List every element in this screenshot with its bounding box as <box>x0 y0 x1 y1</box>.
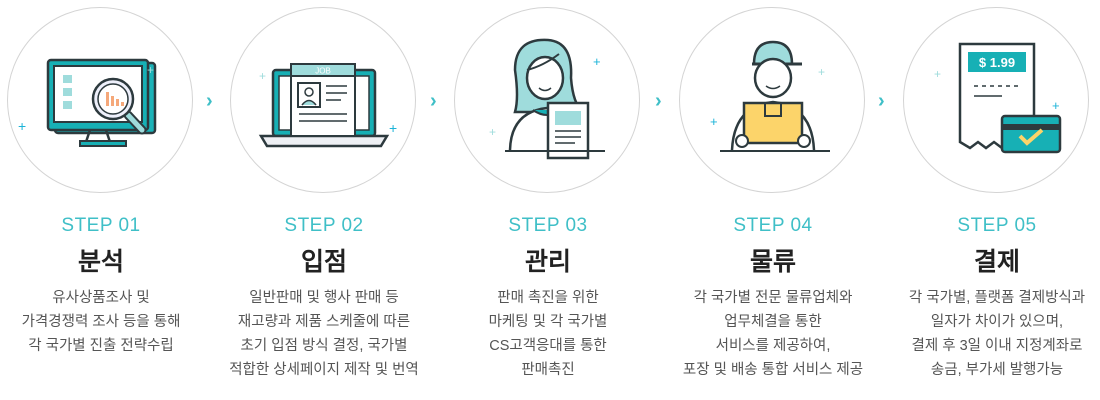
price-text: $ 1.99 <box>979 55 1015 70</box>
step-icon-circle: JOB + + <box>230 7 416 193</box>
agent-with-document-icon: ++ <box>489 38 605 160</box>
job-text: JOB <box>315 67 331 76</box>
step-label: STEP 03 <box>508 215 588 236</box>
receipt-card-icon: $ 1.99 + + <box>934 42 1062 154</box>
svg-text:+: + <box>593 54 601 69</box>
step-icon-circle: ++ <box>454 7 640 193</box>
description-line: 서비스를 제공하여, <box>715 338 831 354</box>
chevron-right-icon: › <box>878 90 885 112</box>
svg-text:+: + <box>818 65 825 79</box>
description-line: 마케팅 및 각 국가별 <box>488 314 608 330</box>
description-line: 결제 후 3일 이내 지정계좌로 <box>911 338 1083 354</box>
svg-text:+: + <box>489 125 496 139</box>
step-label: STEP 05 <box>957 215 1037 236</box>
description-line: 판매촉진 <box>521 362 575 378</box>
delivery-person-box-icon: ++ <box>710 40 830 152</box>
step-title: 물류 <box>749 248 796 276</box>
svg-text:+: + <box>389 120 397 136</box>
description-line: 유사상품조사 및 <box>52 290 150 306</box>
step-title: 분석 <box>77 248 124 276</box>
description-line: CS고객응대를 통한 <box>489 338 607 354</box>
step-icon-circle: ++ <box>679 7 865 193</box>
step-title: 입점 <box>300 248 347 276</box>
svg-text:+: + <box>147 63 154 77</box>
description-line: 각 국가별 진출 전략수립 <box>28 338 174 354</box>
step-description: 일반판매 및 행사 판매 등 재고량과 제품 스케줄에 따른 초기 입점 방식 … <box>212 286 436 382</box>
svg-text:+: + <box>1052 98 1060 113</box>
step-label: STEP 02 <box>284 215 364 236</box>
step-icon-circle: ++ <box>7 7 193 193</box>
description-line: 각 국가별 전문 물류업체와 <box>693 290 853 306</box>
description-line: 각 국가별, 플랫폼 결제방식과 <box>908 290 1086 306</box>
description-line: 일반판매 및 행사 판매 등 <box>249 290 399 306</box>
step-description: 판매 촉진을 위한 마케팅 및 각 국가별 CS고객응대를 통한 판매촉진 <box>436 286 660 382</box>
description-line: 판매 촉진을 위한 <box>497 290 599 306</box>
description-line: 가격경쟁력 조사 등을 통해 <box>21 314 181 330</box>
step-icon-circle: $ 1.99 + + <box>903 7 1089 193</box>
description-line: 업무체결을 통한 <box>724 314 822 330</box>
chevron-right-icon: › <box>655 90 662 112</box>
step-label: STEP 04 <box>733 215 813 236</box>
step-title: 관리 <box>524 248 571 276</box>
description-line: 적합한 상세페이지 제작 및 번역 <box>229 362 419 378</box>
step-description: 각 국가별, 플랫폼 결제방식과 일자가 차이가 있으며, 결제 후 3일 이내… <box>885 286 1100 382</box>
svg-text:+: + <box>710 114 718 129</box>
svg-text:+: + <box>18 118 26 134</box>
svg-text:+: + <box>259 69 266 83</box>
step-label: STEP 01 <box>61 215 141 236</box>
description-line: 재고량과 제품 스케줄에 따른 <box>237 314 411 330</box>
step-title: 결제 <box>973 248 1020 276</box>
chevron-right-icon: › <box>206 90 213 112</box>
chevron-right-icon: › <box>430 90 437 112</box>
laptop-job-profile-icon: JOB + + <box>258 63 397 148</box>
description-line: 초기 입점 방식 결정, 국가별 <box>240 338 408 354</box>
description-line: 송금, 부가세 발행가능 <box>930 362 1064 378</box>
step-description: 유사상품조사 및 가격경쟁력 조사 등을 통해 각 국가별 진출 전략수립 <box>0 286 213 358</box>
description-line: 일자가 차이가 있으며, <box>930 314 1064 330</box>
description-line: 포장 및 배송 통합 서비스 제공 <box>682 362 864 378</box>
monitor-magnifier-icon: ++ <box>18 58 157 147</box>
svg-text:+: + <box>934 67 941 81</box>
step-description: 각 국가별 전문 물류업체와 업무체결을 통한 서비스를 제공하여, 포장 및 … <box>661 286 885 382</box>
